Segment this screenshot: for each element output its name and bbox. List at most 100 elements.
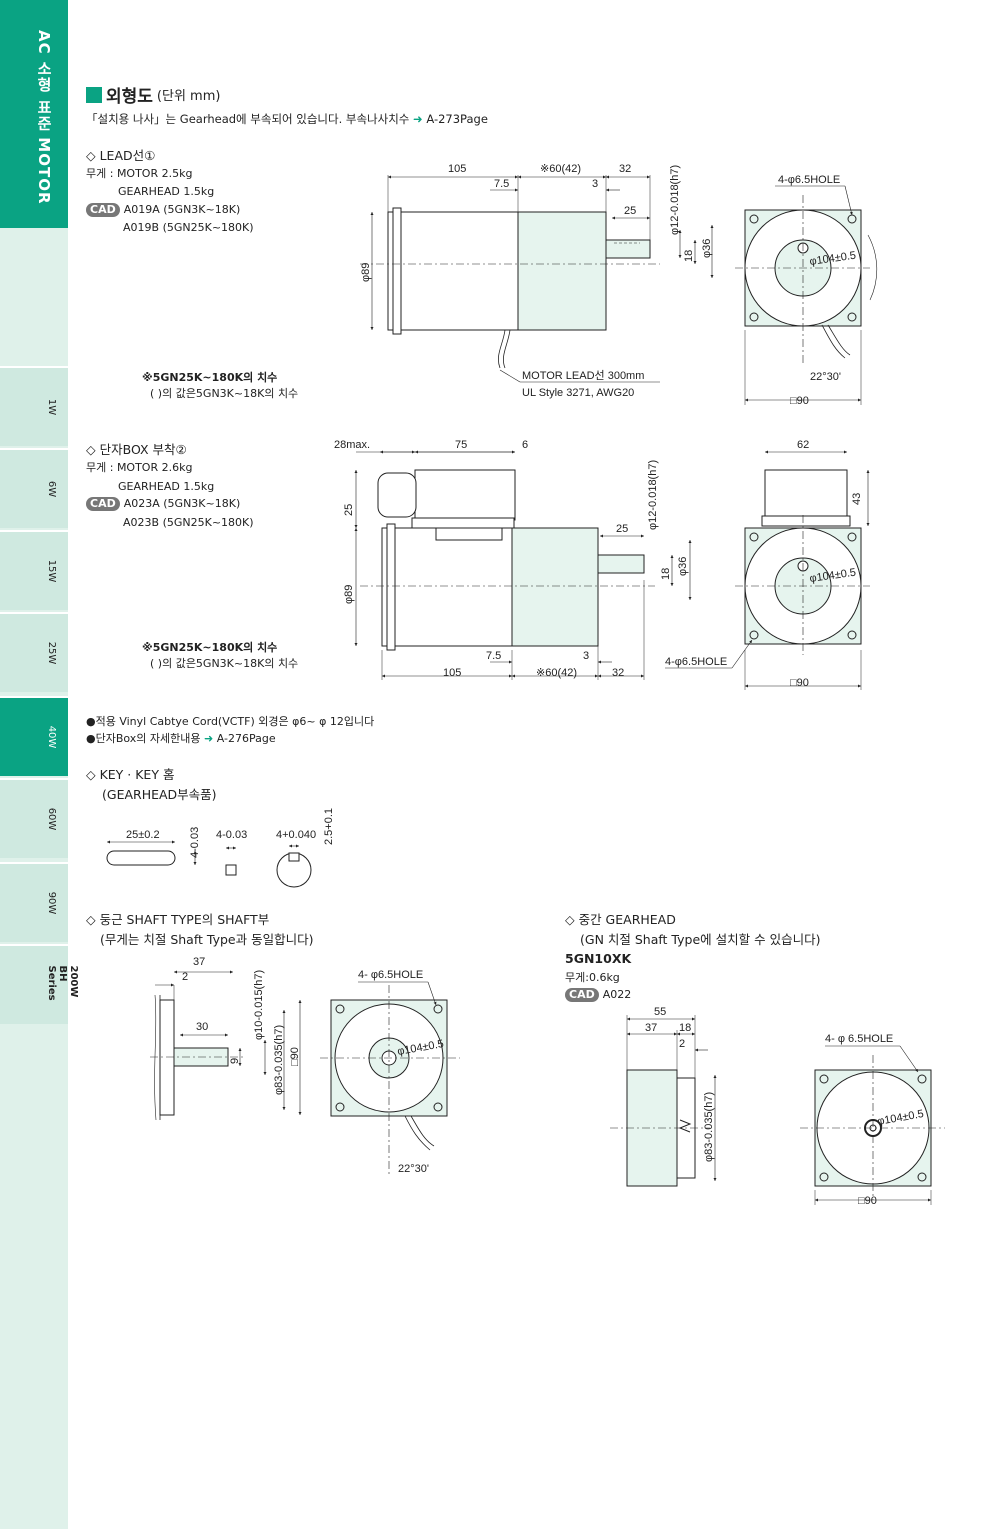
title-square-icon (86, 86, 102, 103)
dim-label: □90 (858, 1195, 877, 1207)
box-footnote-2: ( )의 값은5GN3K~18K의 치수 (150, 657, 299, 670)
dim-label: □90 (790, 395, 809, 407)
dim-label: 4-φ6.5HOLE (778, 174, 840, 186)
dim-label: φ36 (701, 239, 713, 258)
box-heading: ◇ 단자BOX 부착② (86, 442, 187, 457)
cad-link-a019a[interactable]: A019A (5GN3K~18K) (123, 203, 241, 216)
dim-label: 55 (654, 1006, 666, 1018)
page-reference-link[interactable]: A-273Page (426, 112, 488, 126)
lead-cad-2[interactable]: A019B (5GN25K~180K) (123, 221, 254, 234)
tab-60w[interactable]: 60W (0, 778, 68, 858)
round-shaft-drawing (150, 970, 460, 1175)
box-side-view (354, 450, 692, 680)
cord-note: ●적용 Vinyl Cabtye Cord(VCTF) 외경은 φ6~ φ 12… (86, 715, 375, 728)
mid-gear-weight: 무게:0.6kg (565, 971, 620, 984)
dim-label: 3 (583, 650, 589, 662)
dim-label: 6 (522, 439, 528, 451)
dim-label: □90 (790, 677, 809, 689)
dim-label: 75 (455, 439, 467, 451)
dim-label: 30 (196, 1021, 208, 1033)
tab-40w[interactable]: 40W (0, 696, 68, 776)
box-cad-2[interactable]: A023B (5GN25K~180K) (123, 516, 254, 529)
dim-label: UL Style 3271, AWG20 (522, 387, 634, 399)
key-dim-labels: 25±0.2 4-0.03 4-0.03 4+0.040 2.5+0.1 (126, 808, 335, 858)
dim-label: 2 (679, 1038, 685, 1050)
cad-badge: CAD (86, 497, 120, 512)
dim-label: φ83-0.035(h7) (273, 1025, 285, 1095)
lead-footnote-1: ※5GN25K~180K의 치수 (142, 371, 278, 384)
dim-label: 25 (616, 523, 628, 535)
dim-label: 18 (660, 568, 672, 580)
lead-side-view (360, 175, 714, 383)
key-sub: (GEARHEAD부속품) (102, 787, 217, 802)
arrow-right-icon: ➜ (413, 112, 423, 126)
box-weight-gear: GEARHEAD 1.5kg (118, 480, 215, 493)
dim-label: 18 (683, 250, 695, 262)
dim-label: ※60(42) (540, 163, 581, 175)
dim-label: 25 (624, 205, 636, 217)
dim-label: 32 (612, 667, 624, 679)
cad-link-a023a[interactable]: A023A (5GN3K~18K) (123, 497, 241, 510)
lead-weight-motor: 무게 : MOTOR 2.5kg (86, 167, 193, 180)
box-front-view (665, 450, 870, 690)
section-title: 외형도 (단위 mm) (86, 82, 220, 107)
dim-label: 25 (343, 504, 355, 516)
tab-90w[interactable]: 90W (0, 862, 68, 942)
dim-label: 43 (851, 493, 863, 505)
dim-label: 7.5 (486, 650, 501, 662)
tab-1w[interactable]: 1W (0, 366, 68, 446)
dim-label: 4-φ6.5HOLE (665, 656, 727, 668)
dim-label: 25±0.2 (126, 829, 160, 841)
dim-label: 4- φ6.5HOLE (358, 969, 423, 981)
dim-label: φ36 (677, 557, 689, 576)
dim-label: 7.5 (494, 178, 509, 190)
lead-weight-gear: GEARHEAD 1.5kg (118, 185, 215, 198)
page-reference-link[interactable]: A-276Page (216, 732, 276, 745)
lead-front-view (735, 185, 878, 405)
sidebar-title: AC 소형 표준 MOTOR (0, 0, 68, 228)
dim-label: φ89 (360, 263, 372, 282)
box-detail-note: ●단자Box의 자세한내용 ➜ A-276Page (86, 732, 276, 745)
dim-label: φ12-0.018(h7) (647, 460, 659, 530)
dim-label: 105 (448, 163, 466, 175)
mid-gear-sub: (GN 치절 Shaft Type에 설치할 수 있습니다) (580, 932, 821, 947)
box-footnote-1: ※5GN25K~180K의 치수 (142, 641, 278, 654)
key-drawing (106, 840, 312, 888)
arrow-right-icon: ➜ (204, 732, 214, 745)
tab-200w-bh[interactable]: 200W BH Series (0, 944, 79, 1024)
lead-footnote-2: ( )의 값은5GN3K~18K의 치수 (150, 387, 299, 400)
cad-badge: CAD (565, 988, 599, 1003)
tab-25w[interactable]: 25W (0, 612, 68, 692)
dim-label: 2 (182, 971, 188, 983)
dim-label: φ83-0.035(h7) (703, 1092, 715, 1162)
dim-label: 3 (592, 178, 598, 190)
dim-label: 37 (193, 956, 205, 968)
dim-label: 18 (679, 1022, 691, 1034)
dim-label: 4-0.03 (189, 827, 201, 858)
tab-15w[interactable]: 15W (0, 530, 68, 610)
box-dim-labels: 28max. 75 6 62 25 43 φ12-0.018(h7) 25 18… (334, 439, 863, 689)
tab-6w[interactable]: 6W (0, 448, 68, 528)
sidebar: AC 소형 표준 MOTOR 1W 6W 15W 25W 40W 60W 90W… (0, 0, 79, 1529)
mid-gear-drawing (610, 1015, 945, 1205)
dim-label: 37 (645, 1022, 657, 1034)
mid-gear-heading: ◇ 중간 GEARHEAD (565, 912, 676, 927)
lead-heading: ◇ LEAD선① (86, 148, 156, 163)
dim-label: 22°30' (398, 1163, 429, 1175)
key-heading: ◇ KEY · KEY 홈 (86, 767, 175, 782)
dim-label: 4+0.040 (276, 829, 316, 841)
round-shaft-heading: ◇ 둥근 SHAFT TYPE의 SHAFT부 (86, 912, 270, 927)
dim-label: 22°30' (810, 371, 841, 383)
dim-label: 9 (229, 1058, 241, 1064)
dim-label: 2.5+0.1 (323, 808, 335, 845)
cad-badge: CAD (86, 203, 120, 218)
screw-note: 「설치용 나사」는 Gearhead에 부속되어 있습니다. 부속나사치수 ➜ … (86, 112, 488, 126)
dim-label: 105 (443, 667, 461, 679)
cad-link-a022[interactable]: A022 (602, 988, 632, 1001)
dim-label: 62 (797, 439, 809, 451)
dim-label: 4- φ 6.5HOLE (825, 1033, 893, 1045)
